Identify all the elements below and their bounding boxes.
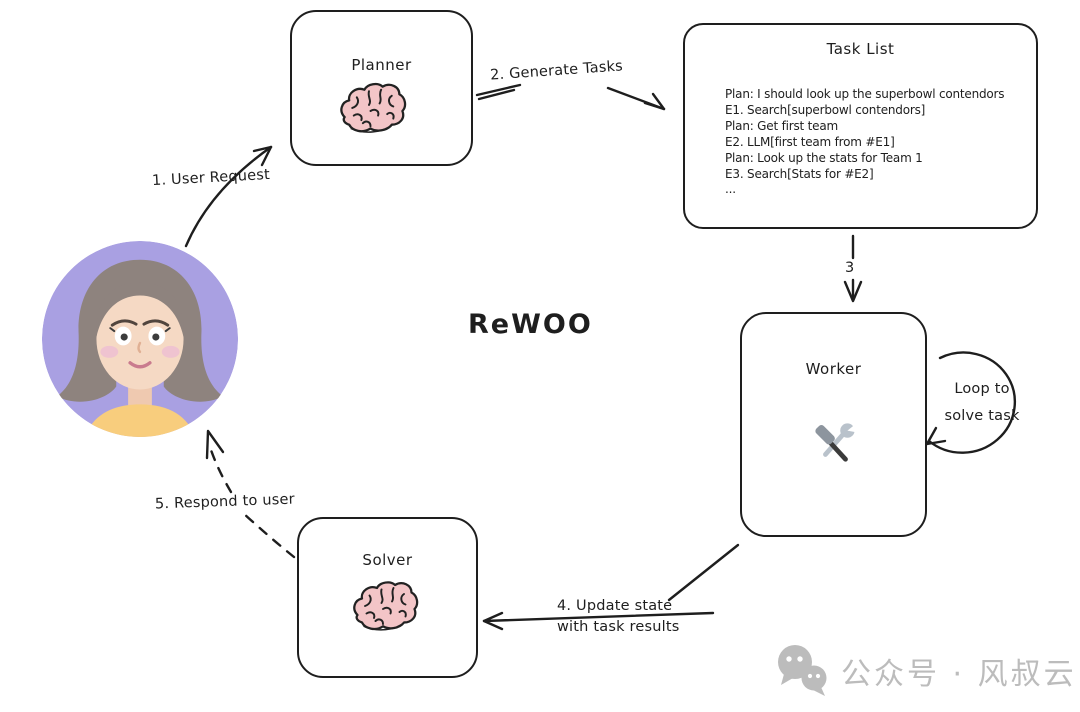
task-line: Plan: Look up the stats for Team 1 xyxy=(725,150,923,165)
edge-label-user-request: 1. User Request xyxy=(151,166,271,190)
loop-label-line2: solve task xyxy=(944,408,1020,424)
arrow-generate-tasks xyxy=(606,86,666,111)
diagram-title: ReWOO xyxy=(468,309,593,340)
edge-label-step3: 3 xyxy=(845,260,855,276)
arrow-update-state-diagonal xyxy=(667,543,740,602)
loop-label: Loop to solve task xyxy=(930,376,1034,430)
edge-label-update-line2: with task results xyxy=(557,619,680,635)
edge-label-respond: 5. Respond to user xyxy=(154,491,296,513)
watermark: 公众号 · 风叔云 xyxy=(772,642,1077,700)
solver-title: Solver xyxy=(362,551,413,569)
hammer-wrench-icon xyxy=(815,423,856,462)
brain-icon xyxy=(340,82,407,134)
task-list-title: Task List xyxy=(826,40,895,58)
arrow-user-request xyxy=(184,145,273,248)
node-worker: Worker xyxy=(740,312,927,537)
edge-label-update-state: 4. Update state with task results xyxy=(557,596,679,638)
loop-label-line1: Loop to xyxy=(954,381,1010,397)
node-planner: Planner xyxy=(290,10,473,166)
task-line: E1. Search[superbowl contendors] xyxy=(725,102,926,117)
task-line: ... xyxy=(725,182,736,197)
node-solver: Solver xyxy=(297,517,478,678)
edge-label-generate-tasks: 2. Generate Tasks xyxy=(489,58,624,84)
task-line: E2. LLM[first team from #E1] xyxy=(725,134,895,149)
wechat-icon xyxy=(778,645,827,696)
task-list-body: Plan: I should look up the superbowl con… xyxy=(725,87,1026,198)
brain-icon xyxy=(353,581,419,631)
task-line: E3. Search[Stats for #E2] xyxy=(725,166,874,181)
planner-title: Planner xyxy=(351,56,412,74)
watermark-text: 公众号 · 风叔云 xyxy=(841,657,1077,692)
user-avatar xyxy=(41,240,239,438)
task-line: Plan: I should look up the superbowl con… xyxy=(725,87,1005,101)
arrow-generate-underline xyxy=(475,83,522,101)
node-task-list: Task List Plan: I should look up the sup… xyxy=(683,23,1038,229)
task-line: Plan: Get first team xyxy=(725,118,838,133)
edge-label-update-line1: 4. Update state xyxy=(557,598,673,614)
worker-title: Worker xyxy=(805,360,862,378)
